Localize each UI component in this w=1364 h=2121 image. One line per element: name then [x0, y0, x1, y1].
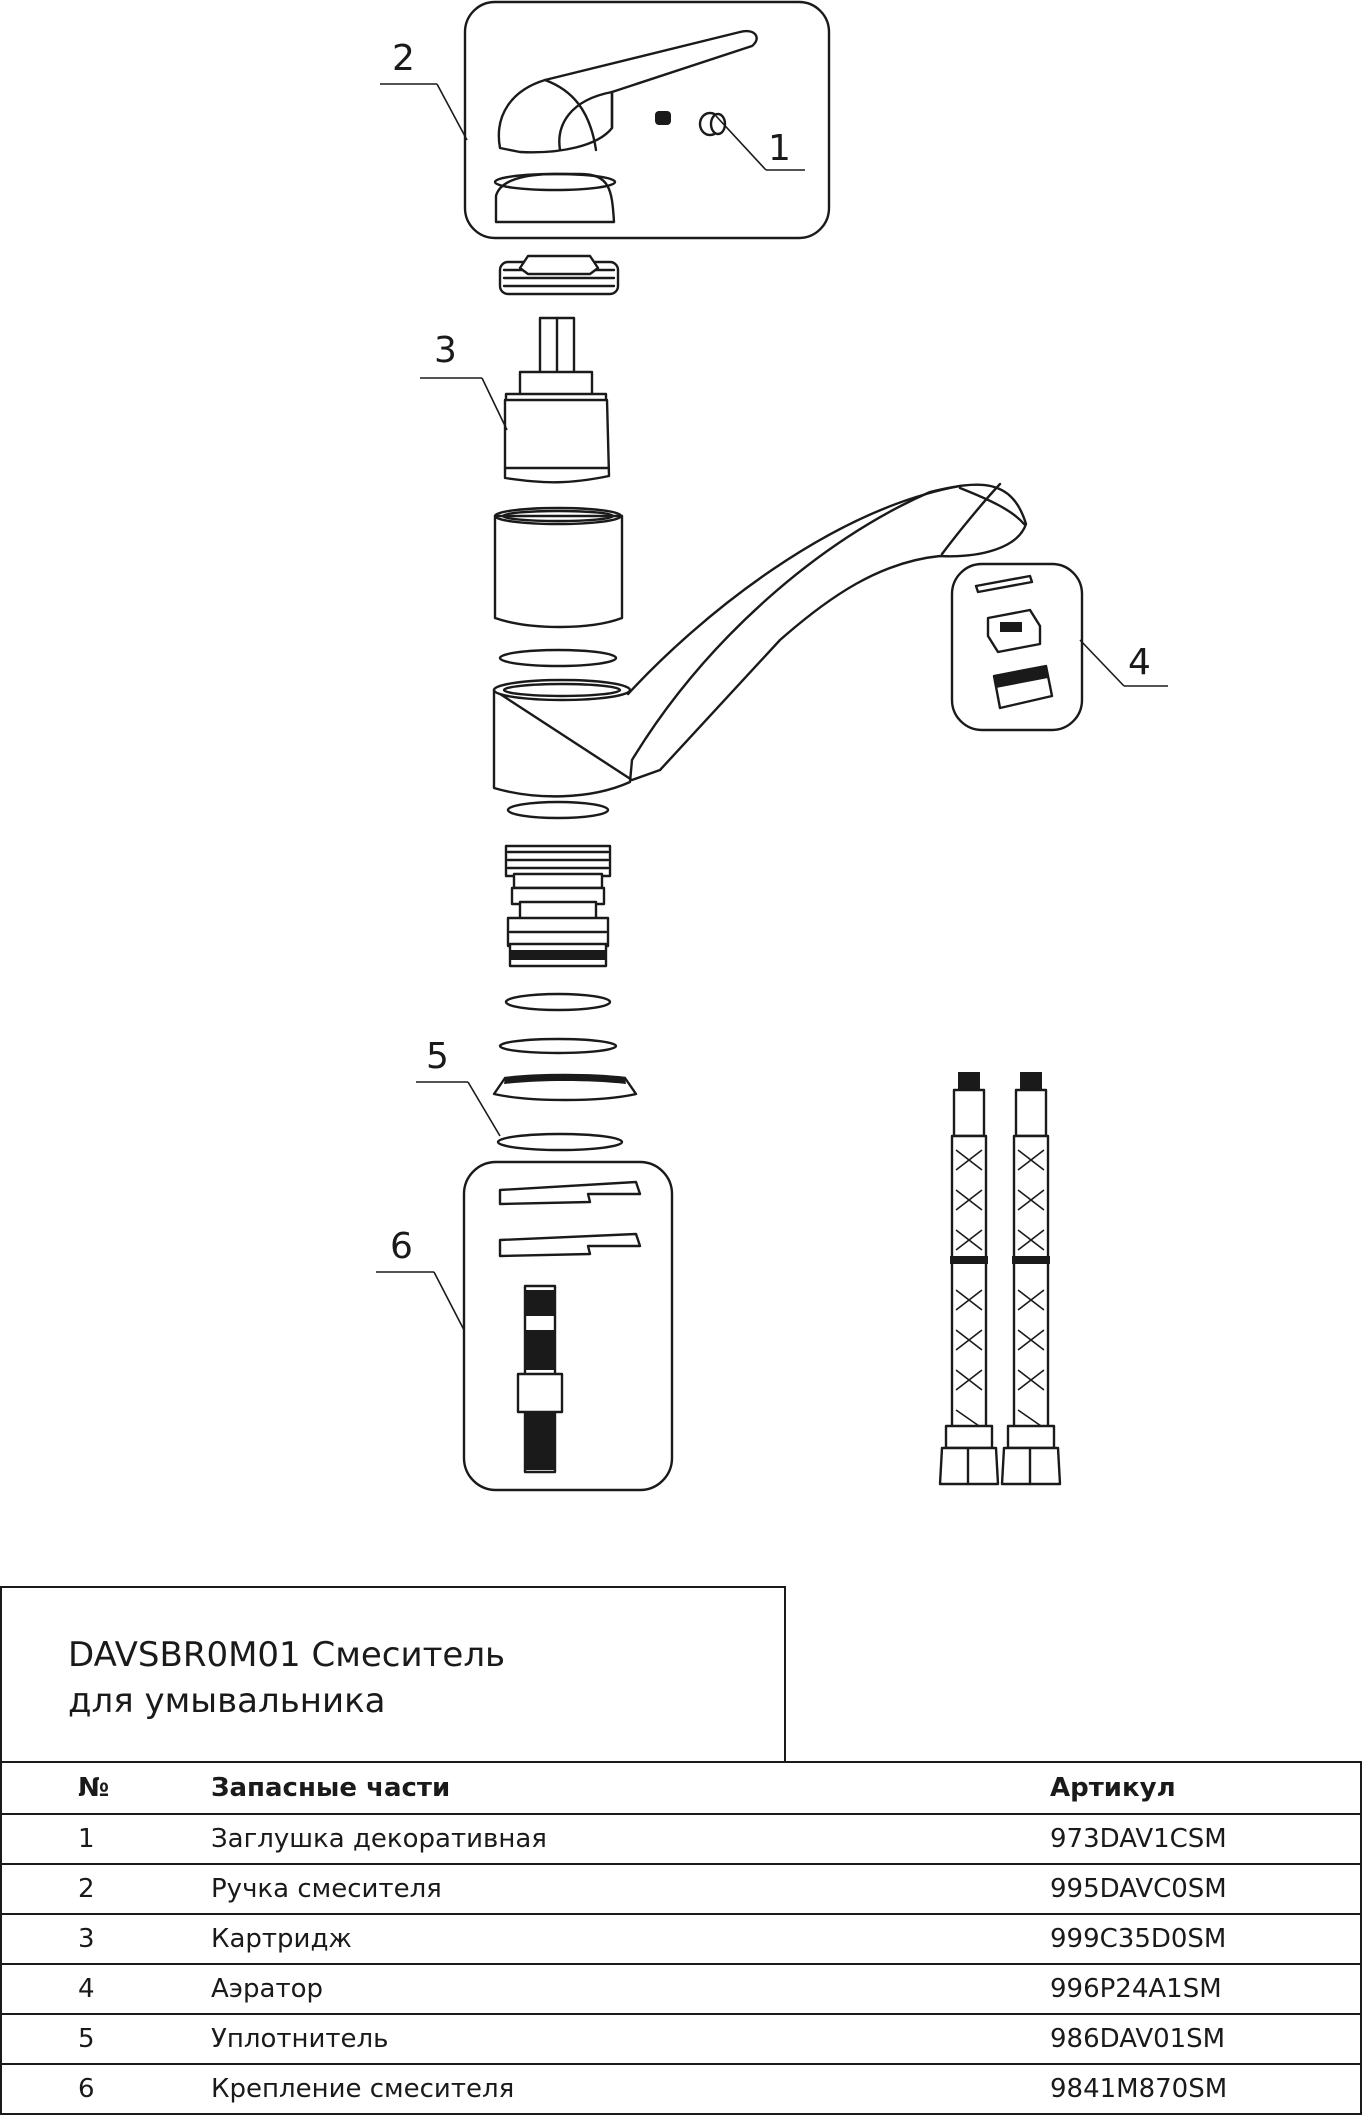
row-number: 3 — [1, 1913, 211, 1964]
table-header-row: № Запасные части Артикул — [1, 1762, 1361, 1814]
aerator-group-box — [950, 562, 1084, 732]
row-part-name: Картридж — [211, 1913, 1050, 1964]
row-article: 9841M870SM — [1050, 2063, 1361, 2114]
title-box: DAVSBR0M01 Смеситель для умывальника — [0, 1586, 786, 1761]
cartridge — [503, 316, 611, 484]
table-row: 6 Крепление смесителя 9841M870SM — [1, 2063, 1361, 2114]
sleeve — [493, 506, 624, 629]
row-number: 2 — [1, 1863, 211, 1914]
row-number: 6 — [1, 2063, 211, 2114]
gasket-upper — [506, 800, 610, 820]
flexible-hoses — [938, 1072, 1062, 1486]
header-part-name: Запасные части — [211, 1773, 451, 1803]
table-row: 5 Уплотнитель 986DAV01SM — [1, 2013, 1361, 2064]
callout-5: 5 — [426, 1036, 449, 1077]
row-article: 999C35D0SM — [1050, 1913, 1361, 1964]
row-article: 996P24A1SM — [1050, 1963, 1361, 2014]
mixer-body-spout — [492, 482, 1028, 798]
o-ring-upper — [498, 648, 618, 668]
retaining-nut — [498, 254, 620, 296]
table-row: 2 Ручка смесителя 995DAVC0SM — [1, 1863, 1361, 1914]
row-number: 4 — [1, 1963, 211, 2014]
row-part-name: Аэратор — [211, 1963, 1050, 2014]
table-row: 3 Картридж 999C35D0SM — [1, 1913, 1361, 1964]
threaded-body — [504, 844, 612, 968]
row-part-name: Крепление смесителя — [211, 2063, 1050, 2114]
row-number: 5 — [1, 2013, 211, 2064]
callout-2: 2 — [392, 38, 415, 79]
gasket-ring-2 — [498, 1037, 618, 1055]
row-number: 1 — [1, 1813, 211, 1864]
header-article: Артикул — [1050, 1773, 1176, 1803]
table-row: 1 Заглушка декоративная 973DAV1CSM — [1, 1813, 1361, 1864]
seal — [492, 1073, 638, 1152]
table-row: 4 Аэратор 996P24A1SM — [1, 1963, 1361, 2014]
handle-group-box — [463, 0, 831, 240]
callout-3: 3 — [434, 330, 457, 371]
callout-4: 4 — [1128, 642, 1151, 683]
header-number: № — [78, 1773, 110, 1803]
exploded-view-diagram: 1 2 3 — [376, 0, 1168, 1492]
row-article: 973DAV1CSM — [1050, 1813, 1361, 1864]
row-part-name: Уплотнитель — [211, 2013, 1050, 2064]
mounting-kit-box — [462, 1160, 674, 1492]
row-part-name: Ручка смесителя — [211, 1863, 1050, 1914]
gasket-ring-1 — [504, 992, 612, 1012]
spare-parts-table: № Запасные части Артикул 1 Заглушка деко… — [0, 1761, 1362, 2115]
row-article: 995DAVC0SM — [1050, 1863, 1361, 1914]
callout-6: 6 — [390, 1226, 413, 1267]
row-part-name: Заглушка декоративная — [211, 1813, 1050, 1864]
product-title: DAVSBR0M01 Смеситель для умывальника — [68, 1635, 506, 1721]
row-article: 986DAV01SM — [1050, 2013, 1361, 2064]
callout-1: 1 — [768, 128, 791, 169]
